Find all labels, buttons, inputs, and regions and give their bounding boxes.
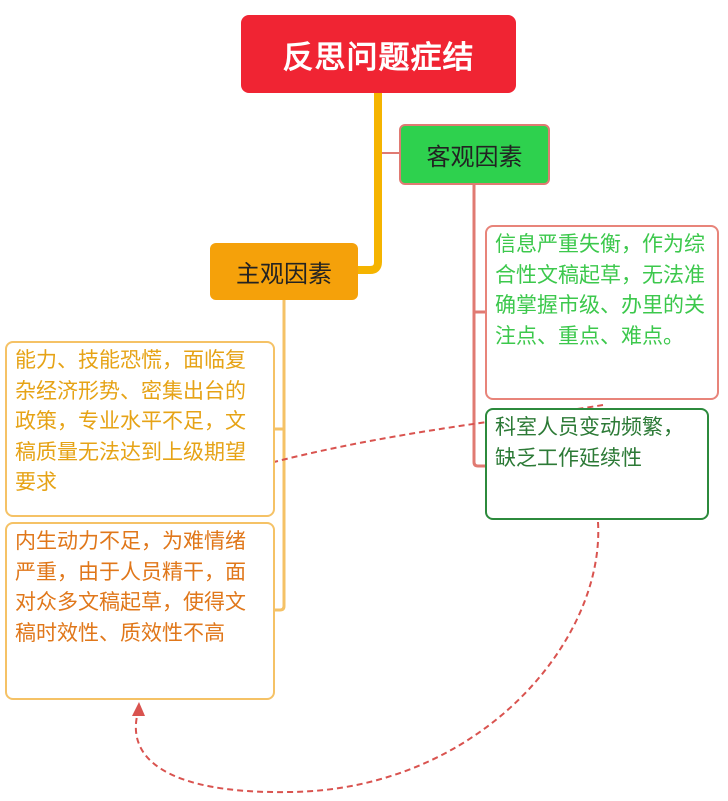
- subjective-item-skill-panic[interactable]: 能力、技能恐慌，面临复杂经济形势、密集出台的政策，专业水平不足，文稿质量无法达到…: [5, 341, 275, 517]
- arrowhead-2: [132, 702, 145, 716]
- subjective-spine-line: [275, 300, 286, 612]
- dashed-arrow-2: [134, 521, 600, 794]
- objective-spine-line: [472, 185, 485, 468]
- root-node[interactable]: 反思问题症结: [241, 15, 516, 93]
- trunk-line: [358, 93, 382, 274]
- objective-item-staff-turnover[interactable]: 科室人员变动频繁，缺乏工作延续性: [485, 408, 709, 520]
- subjective-factors-node[interactable]: 主观因素: [210, 243, 358, 300]
- subjective-item-low-motivation[interactable]: 内生动力不足，为难情绪严重，由于人员精干，面对众多文稿起草，使得文稿时效性、质效…: [5, 522, 275, 700]
- objective-factors-node[interactable]: 客观因素: [399, 124, 550, 185]
- objective-item-information-imbalance[interactable]: 信息严重失衡，作为综合性文稿起草，无法准确掌握市级、办里的关注点、重点、难点。: [485, 225, 719, 400]
